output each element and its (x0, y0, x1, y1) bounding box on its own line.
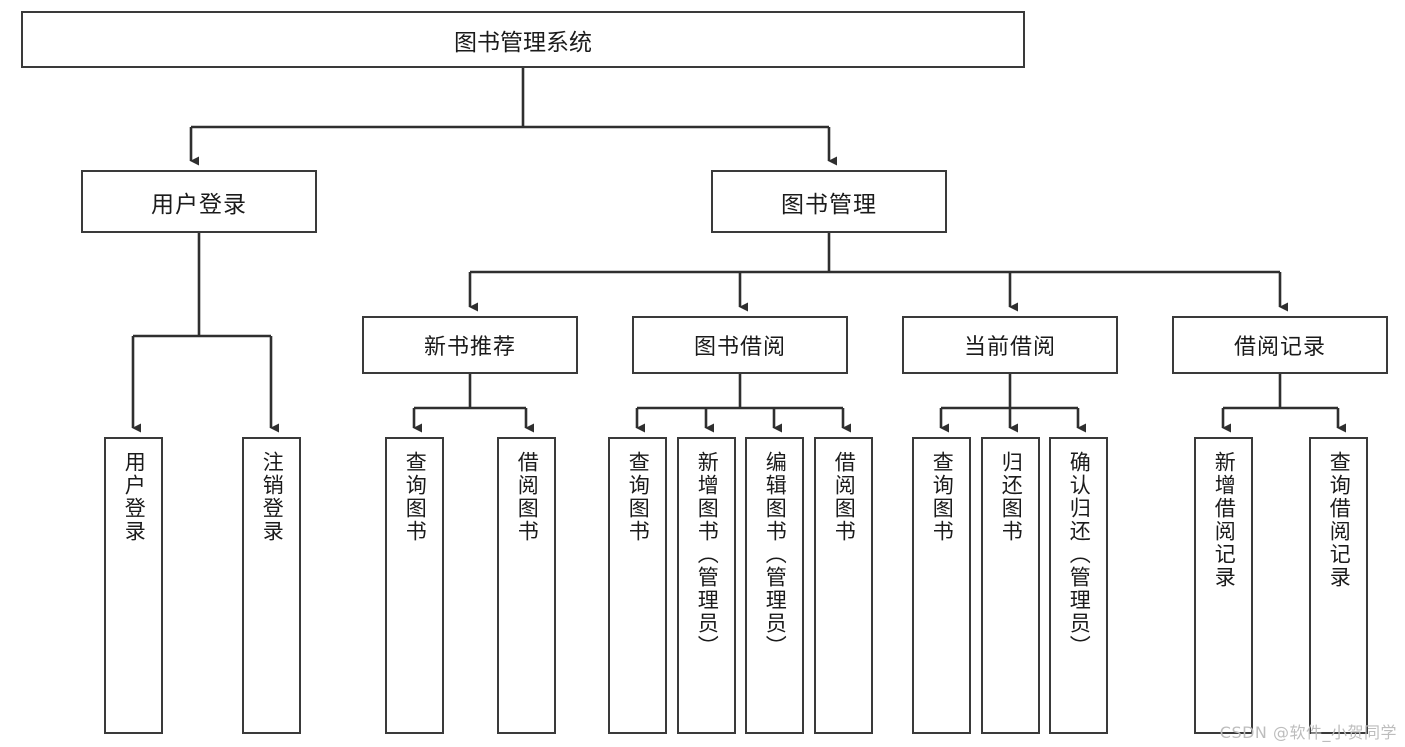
node-book-management[interactable]: 图书管理 (711, 170, 947, 233)
leaf-label: 查询借阅记录 (1327, 451, 1352, 589)
leaf-query-book-current[interactable]: 查询图书 (912, 437, 971, 734)
leaf-query-book-borrow[interactable]: 查询图书 (608, 437, 667, 734)
node-current-borrow[interactable]: 当前借阅 (902, 316, 1118, 374)
node-new-book-recommend[interactable]: 新书推荐 (362, 316, 578, 374)
leaf-label: 查询图书 (403, 451, 428, 543)
leaf-label: 编辑图书（管理员） (763, 451, 788, 658)
leaf-label: 借阅图书 (515, 451, 540, 543)
leaf-label: 借阅图书 (832, 451, 857, 543)
leaf-label: 查询图书 (930, 451, 955, 543)
leaf-confirm-return-admin[interactable]: 确认归还（管理员） (1049, 437, 1108, 734)
leaf-label: 确认归还（管理员） (1067, 451, 1092, 658)
leaf-logout[interactable]: 注销登录 (242, 437, 301, 734)
node-user-login[interactable]: 用户登录 (81, 170, 317, 233)
leaf-return-book[interactable]: 归还图书 (981, 437, 1040, 734)
leaf-query-borrow-record[interactable]: 查询借阅记录 (1309, 437, 1368, 734)
leaf-add-book-admin[interactable]: 新增图书（管理员） (677, 437, 736, 734)
leaf-edit-book-admin[interactable]: 编辑图书（管理员） (745, 437, 804, 734)
leaf-label: 注销登录 (260, 451, 285, 543)
watermark-text: CSDN @软件_小贺同学 (1219, 723, 1397, 742)
leaf-borrow-book[interactable]: 借阅图书 (814, 437, 873, 734)
node-book-borrow[interactable]: 图书借阅 (632, 316, 848, 374)
leaf-label: 归还图书 (999, 451, 1024, 543)
leaf-label: 查询图书 (626, 451, 651, 543)
leaf-borrow-book-recommend[interactable]: 借阅图书 (497, 437, 556, 734)
node-borrow-records[interactable]: 借阅记录 (1172, 316, 1388, 374)
leaf-label: 新增借阅记录 (1212, 451, 1237, 589)
leaf-label: 新增图书（管理员） (695, 451, 720, 658)
node-root-system[interactable]: 图书管理系统 (21, 11, 1025, 68)
leaf-user-login[interactable]: 用户登录 (104, 437, 163, 734)
leaf-label: 用户登录 (122, 451, 147, 543)
leaf-query-book-recommend[interactable]: 查询图书 (385, 437, 444, 734)
leaf-add-borrow-record[interactable]: 新增借阅记录 (1194, 437, 1253, 734)
